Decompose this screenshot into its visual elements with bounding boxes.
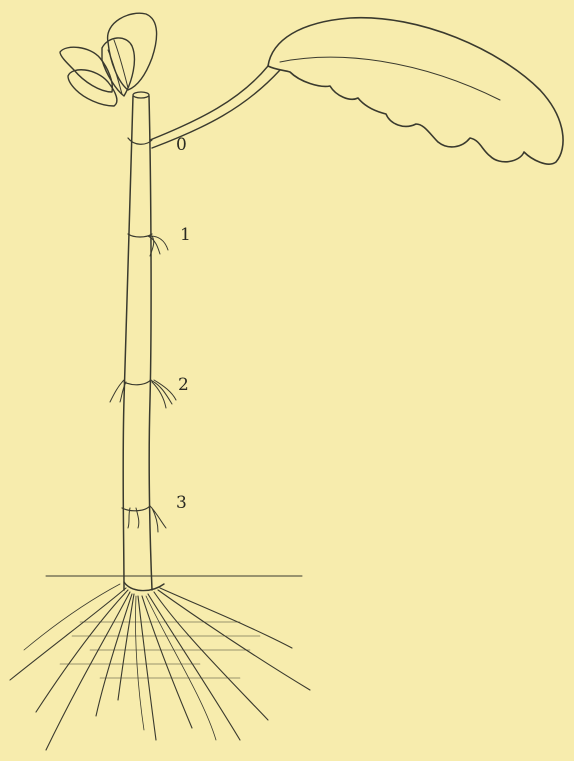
node-labels: 0 1 2 3 [176, 135, 191, 513]
node-label-2: 2 [178, 375, 189, 395]
node-label-0: 0 [176, 135, 187, 155]
stem [122, 92, 152, 590]
node-label-1: 1 [180, 225, 191, 245]
node-label-3: 3 [176, 493, 187, 513]
root-system [10, 582, 310, 750]
large-leaf [150, 18, 563, 164]
